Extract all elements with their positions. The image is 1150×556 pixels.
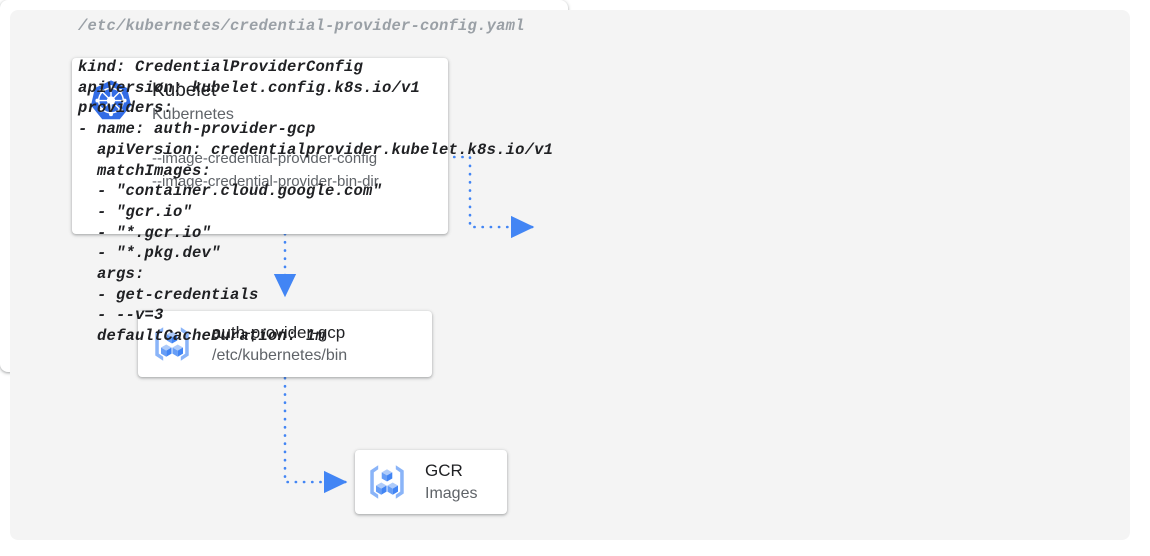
gcr-card[interactable]: GCR Images [355,450,507,514]
config-yaml-body: kind: CredentialProviderConfig apiVersio… [78,58,554,346]
kubelet-flag-bin-dir: --image-credential-provider-bin-dir [152,173,379,190]
gcp-container-registry-icon [155,327,189,361]
kubelet-flag-config: --image-credential-provider-config [152,150,378,167]
auth-provider-gcp-title: auth-provider-gcp [212,323,346,342]
config-file-path: /etc/kubernetes/credential-provider-conf… [78,17,525,35]
auth-provider-gcp-subtitle: /etc/kubernetes/bin [212,347,348,364]
kubernetes-icon [90,80,132,120]
kubelet-card-title: Kubelet [152,80,217,101]
kubelet-card-subtitle: Kubernetes [152,106,234,123]
gcr-card-title: GCR [425,461,463,480]
gcr-card-subtitle: Images [425,485,478,502]
auth-provider-gcp-card[interactable]: auth-provider-gcp /etc/kubernetes/bin [138,311,432,377]
gcp-container-registry-icon [370,465,404,499]
kubelet-card[interactable]: Kubelet Kubernetes --image-credential-pr… [72,58,448,234]
